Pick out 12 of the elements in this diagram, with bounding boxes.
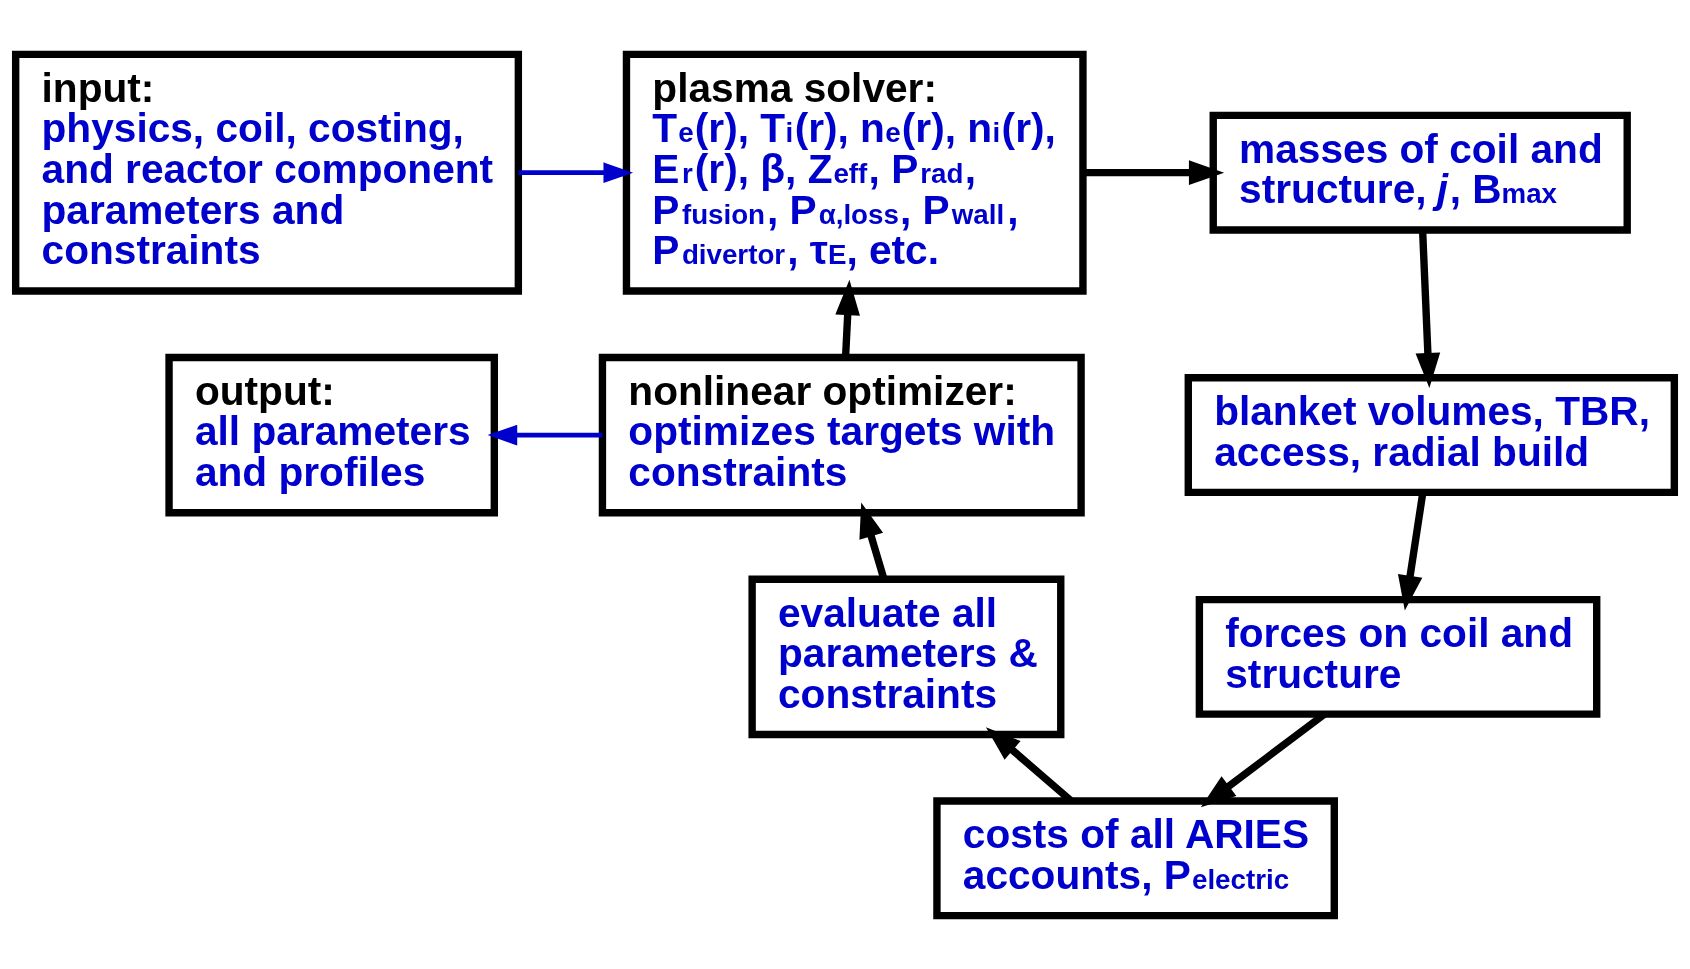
node-box: nonlinear optimizer: optimizes targets with constraints [598,353,1085,516]
node-box: costs of all ARIES accounts, Pelectric [933,796,1338,919]
node-box: output: all parameters and profiles [165,353,498,516]
node-box: masses of coil and structure, j, Bmax [1209,111,1631,234]
arrow [487,424,603,445]
node-box: input: physics, coil, costing, and reactor component parameters and constraints [11,50,523,295]
node-box: evaluate all parameters & constraints [748,575,1065,738]
arrow [1083,159,1225,185]
node-box: blanket volumes, TBR, access, radial build [1184,373,1679,496]
arrow [518,161,634,183]
node-box: forces on coil and structure [1195,595,1601,718]
node-box: plasma solver: Te(r), Ti(r), ne(r), ni(r), Er(r), β, Zeff, Prad, Pfusion, Pα,loss, Pwall, Pdivertor, τE, etc. [622,50,1087,295]
